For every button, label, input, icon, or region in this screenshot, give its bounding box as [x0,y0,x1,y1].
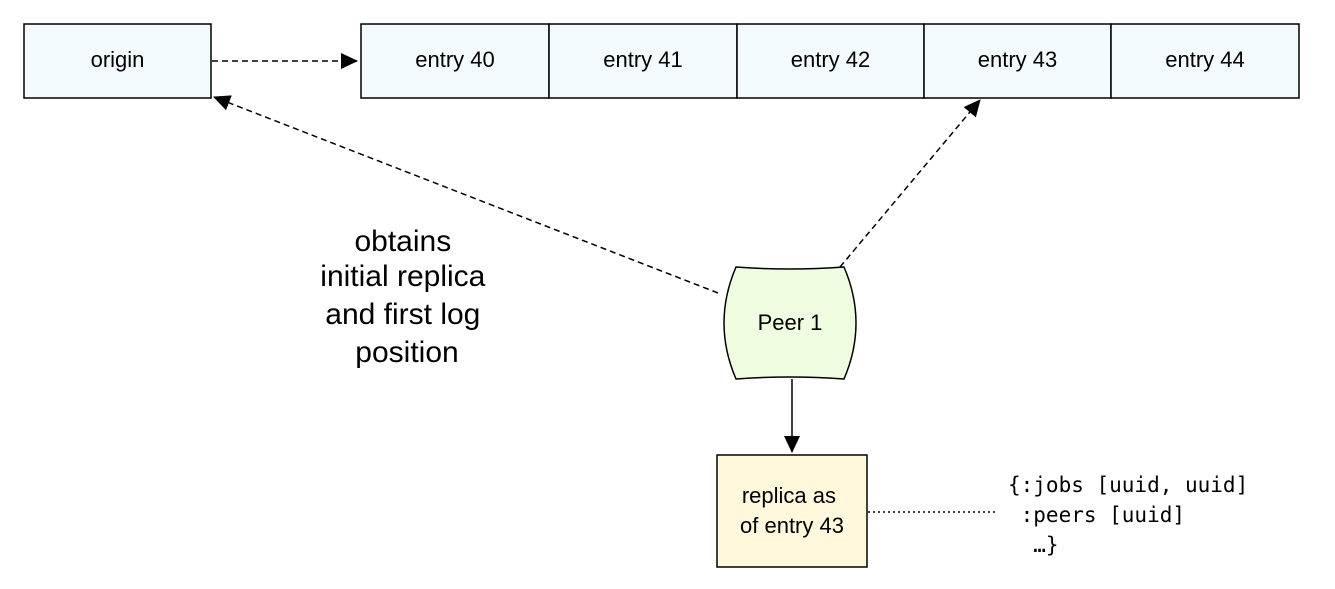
log-entry: entry 43 [923,23,1112,99]
caption-line: position [355,336,458,369]
log-entry: entry 40 [360,23,550,99]
peer-node: Peer 1 [723,266,857,380]
replica-label-line: of entry 43 [740,513,844,538]
log-entry-label: entry 43 [978,47,1058,72]
caption-line: obtains [354,225,451,258]
peer-to-origin-arrow [213,95,719,294]
log-entry: entry 42 [736,23,925,99]
origin-node: origin [23,23,212,99]
log-entry: entry 41 [548,23,738,99]
log-entry-label: entry 42 [791,47,871,72]
origin-label: origin [91,47,145,72]
log-entry-label: entry 40 [415,47,495,72]
log-entry: entry 44 [1110,23,1300,99]
caption-line: initial replica [320,260,485,293]
replica-state-line: :peers [uuid] [1008,503,1185,527]
caption-line: and first log [325,298,480,331]
replica-state-line: {:jobs [uuid, uuid] [1008,473,1248,497]
replica-node: replica as of entry 43 [716,454,868,568]
log-entry-label: entry 44 [1165,47,1245,72]
log-entry-label: entry 41 [603,47,683,72]
replica-state-line: …} [1008,533,1059,557]
replica-state: {:jobs [uuid, uuid] :peers [uuid] …} [1008,473,1248,557]
svg-text:replica as of entry 43: replica as of entry 43 [740,483,844,538]
log-entries: entry 40 entry 41 entry 42 entry 43 entr… [360,23,1300,99]
peer-label: Peer 1 [758,310,823,335]
caption: obtains initial replica and first log po… [320,225,493,369]
replica-label-line: replica as [742,483,836,508]
peer-to-entry-43-arrow [839,99,981,268]
